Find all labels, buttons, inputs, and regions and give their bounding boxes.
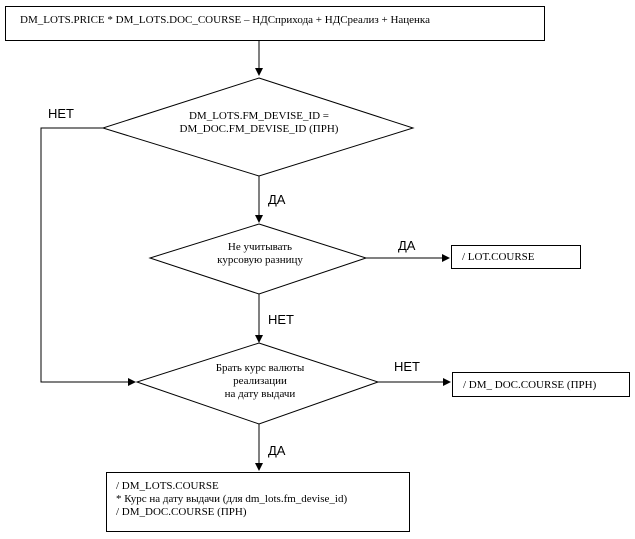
doc-course-box: / DM_ DOC.COURSE (ПРН) bbox=[452, 372, 630, 397]
final-line-1: / DM_LOTS.COURSE bbox=[116, 480, 219, 492]
decision1-line-1: DM_LOTS.FM_DEVISE_ID = bbox=[188, 110, 330, 122]
decision3-diamond bbox=[135, 342, 380, 425]
decision3-line-3: на дату выдачи bbox=[224, 388, 296, 400]
formula-box: DM_LOTS.PRICE * DM_LOTS.DOC_COURSE – НДС… bbox=[5, 6, 545, 41]
doc-course-text: / DM_ DOC.COURSE (ПРН) bbox=[463, 379, 597, 391]
decision1-text: DM_LOTS.FM_DEVISE_ID = DM_DOC.FM_DEVISE_… bbox=[150, 110, 368, 136]
decision3-line-2: реализации bbox=[233, 375, 287, 387]
label-decision1-no: НЕТ bbox=[48, 106, 74, 121]
lot-course-box: / LOT.COURSE bbox=[451, 245, 581, 269]
edge-decision1-no-to-decision3 bbox=[40, 127, 136, 386]
final-box: / DM_LOTS.COURSE * Курс на дату выдачи (… bbox=[106, 472, 410, 532]
decision2-line-2: курсовую разницу bbox=[217, 254, 303, 266]
decision2-line-1: Не учитывать bbox=[227, 241, 293, 253]
decision1-diamond bbox=[101, 77, 415, 177]
decision3-line-1: Брать курс валюты bbox=[215, 362, 305, 374]
label-decision3-no: НЕТ bbox=[394, 359, 420, 374]
final-line-3: / DM_DOC.COURSE (ПРН) bbox=[116, 506, 247, 518]
formula-text: DM_LOTS.PRICE * DM_LOTS.DOC_COURSE – НДС… bbox=[20, 14, 430, 26]
label-decision2-yes: ДА bbox=[398, 238, 416, 253]
decision1-line-2: DM_DOC.FM_DEVISE_ID (ПРН) bbox=[179, 123, 339, 135]
decision3-text: Брать курс валюты реализации на дату выд… bbox=[180, 362, 340, 401]
label-decision1-yes: ДА bbox=[268, 192, 286, 207]
decision2-diamond bbox=[148, 223, 368, 295]
final-line-2: * Курс на дату выдачи (для dm_lots.fm_de… bbox=[116, 493, 348, 505]
label-decision2-no: НЕТ bbox=[268, 312, 294, 327]
lot-course-text: / LOT.COURSE bbox=[462, 251, 535, 263]
label-decision3-yes: ДА bbox=[268, 443, 286, 458]
decision2-text: Не учитывать курсовую разницу bbox=[180, 241, 340, 267]
